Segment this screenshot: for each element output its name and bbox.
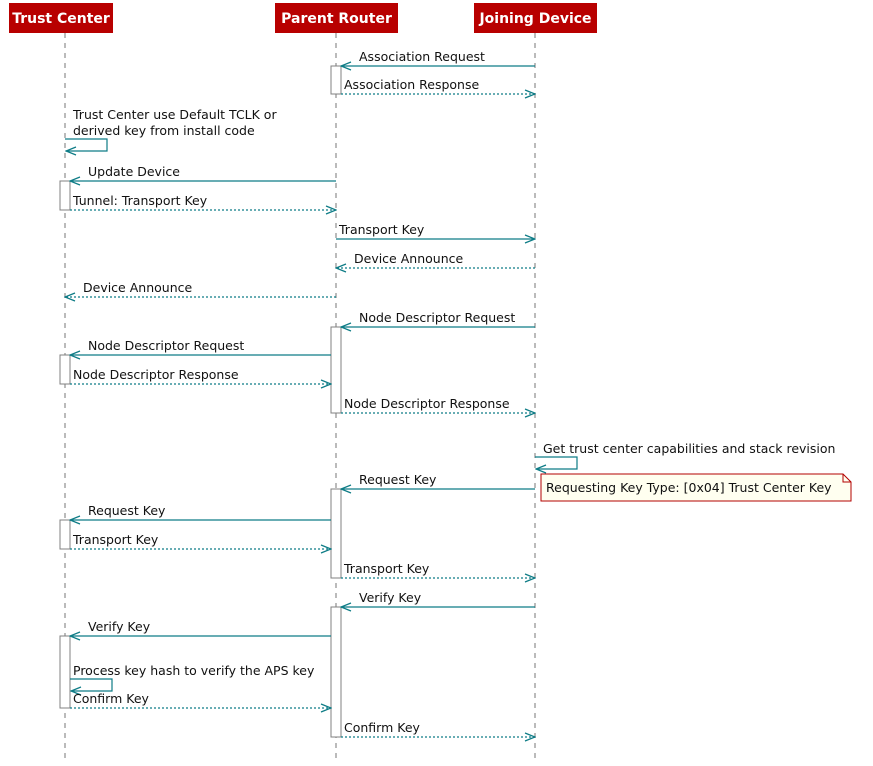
participant-label: Trust Center xyxy=(12,11,110,27)
message-18: Verify Key xyxy=(341,590,535,607)
message-label: Device Announce xyxy=(83,280,192,295)
activation-bar xyxy=(330,606,342,738)
activation-bar xyxy=(59,635,71,709)
message-label: Confirm Key xyxy=(73,691,150,706)
activation-bar xyxy=(59,180,71,211)
message-label: Association Request xyxy=(359,49,485,64)
message-8: Device Announce xyxy=(65,280,336,297)
message-label: Verify Key xyxy=(359,590,422,605)
message-6: Transport Key xyxy=(336,222,535,239)
message-22: Confirm Key xyxy=(341,720,535,737)
activation-bar xyxy=(330,326,342,414)
message-label: Tunnel: Transport Key xyxy=(72,193,208,208)
participant-label: Parent Router xyxy=(281,11,392,27)
message-label: Request Key xyxy=(359,472,437,487)
message-label: Update Device xyxy=(88,164,180,179)
message-label: Process key hash to verify the APS key xyxy=(73,663,315,678)
participant-pr: Parent Router xyxy=(275,3,398,33)
message-label: Device Announce xyxy=(354,251,463,266)
message-label: derived key from install code xyxy=(73,123,255,138)
participant-tc: Trust Center xyxy=(9,3,113,33)
activation-bar xyxy=(330,488,342,579)
message-13: Get trust center capabilities and stack … xyxy=(535,441,835,469)
message-label: Node Descriptor Response xyxy=(73,367,239,382)
message-21: Confirm Key xyxy=(70,691,331,708)
message-3: Trust Center use Default TCLK orderived … xyxy=(65,107,277,151)
activation-bar xyxy=(59,354,71,385)
message-14: Request Key xyxy=(341,472,535,489)
activation-bar xyxy=(330,65,342,95)
self-arrow xyxy=(70,678,113,691)
message-20: Process key hash to verify the APS key xyxy=(70,663,315,691)
message-label: Node Descriptor Request xyxy=(359,310,515,325)
self-arrow xyxy=(535,456,578,469)
message-label: Association Response xyxy=(344,77,479,92)
note-text: Requesting Key Type: [0x04] Trust Center… xyxy=(546,480,832,495)
message-11: Node Descriptor Response xyxy=(70,367,331,384)
message-label: Transport Key xyxy=(72,532,159,547)
activation-bar xyxy=(59,519,71,550)
message-12: Node Descriptor Response xyxy=(341,396,535,413)
note-box xyxy=(540,473,852,502)
message-label: Trust Center use Default TCLK or xyxy=(72,107,277,122)
message-17: Transport Key xyxy=(341,561,535,578)
participant-label: Joining Device xyxy=(478,11,591,27)
message-label: Node Descriptor Request xyxy=(88,338,244,353)
message-9: Node Descriptor Request xyxy=(341,310,535,327)
message-label: Verify Key xyxy=(88,619,151,634)
note: Requesting Key Type: [0x04] Trust Center… xyxy=(540,473,852,502)
message-10: Node Descriptor Request xyxy=(70,338,331,355)
message-5: Tunnel: Transport Key xyxy=(70,193,336,210)
message-label: Transport Key xyxy=(343,561,430,576)
message-7: Device Announce xyxy=(336,251,535,268)
message-label: Node Descriptor Response xyxy=(344,396,510,411)
participant-box xyxy=(474,3,597,33)
participant-box xyxy=(9,3,113,33)
message-label: Transport Key xyxy=(338,222,425,237)
message-15: Request Key xyxy=(70,503,331,520)
message-4: Update Device xyxy=(70,164,336,181)
message-19: Verify Key xyxy=(70,619,331,636)
message-label: Request Key xyxy=(88,503,166,518)
message-label: Confirm Key xyxy=(344,720,421,735)
message-16: Transport Key xyxy=(70,532,331,549)
message-label: Get trust center capabilities and stack … xyxy=(543,441,835,456)
self-arrow xyxy=(65,138,108,151)
participant-box xyxy=(275,3,398,33)
participant-jd: Joining Device xyxy=(474,3,597,33)
message-2: Association Response xyxy=(341,77,535,94)
note-fold xyxy=(842,474,851,483)
message-1: Association Request xyxy=(341,49,535,66)
